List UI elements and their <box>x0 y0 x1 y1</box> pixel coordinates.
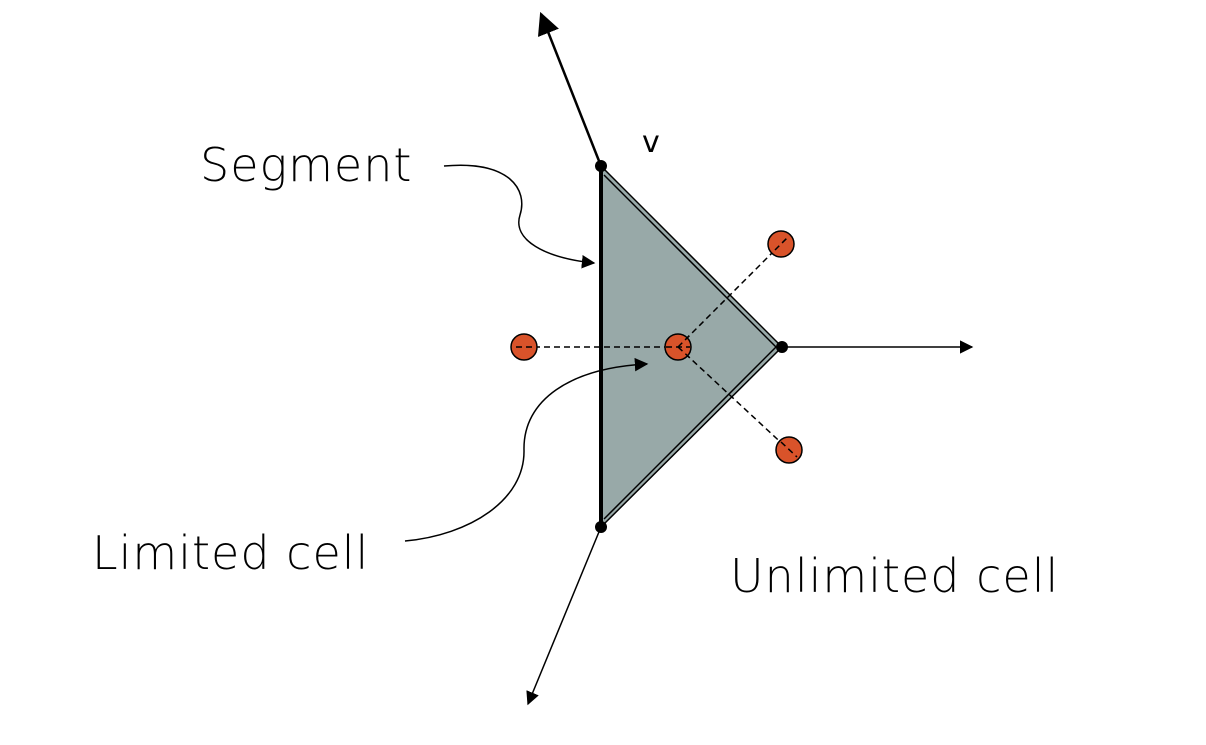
site-point <box>510 333 538 361</box>
site-connections <box>524 243 790 451</box>
segment-label: Segment <box>200 138 413 192</box>
ray-down <box>526 526 602 706</box>
site-connections-overlay <box>516 237 798 458</box>
segment-pointer-arrow <box>443 164 596 269</box>
vertex-label: v <box>642 125 661 160</box>
cell-boundary-edges <box>600 165 783 528</box>
site-point <box>767 230 795 258</box>
vertex-point <box>776 341 788 353</box>
unlimited-cell-label: Unlimited cell <box>730 549 1060 603</box>
ray-up <box>537 11 603 167</box>
vertex-point <box>595 521 607 533</box>
limited-cell-pointer-arrow <box>404 357 649 542</box>
limited-cell-label: Limited cell <box>92 526 370 580</box>
vertices <box>595 160 788 533</box>
vertex-point <box>595 160 607 172</box>
